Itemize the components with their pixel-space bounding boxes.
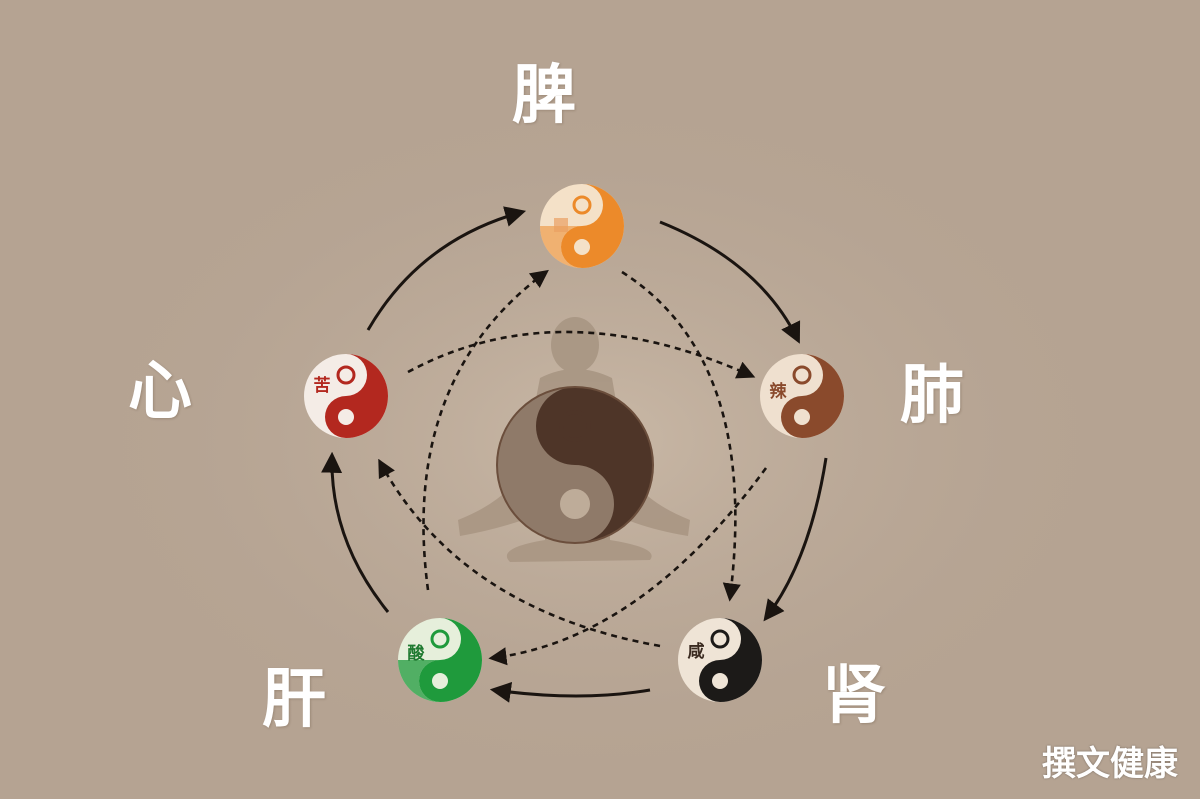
arrow-kidney-to-liver — [489, 681, 651, 703]
taste-label-liver: 酸 — [408, 643, 426, 664]
watermark: 撰文健康 — [1042, 744, 1178, 784]
arrow-liver-to-heart — [321, 451, 390, 613]
arrow-liver-to-spleen — [422, 269, 549, 591]
organ-label-heart: 心 — [128, 354, 192, 429]
yin-yang-liver: 酸 — [398, 618, 482, 702]
generating-cycle-arrows — [321, 206, 828, 703]
organ-label-lung: 肺 — [900, 358, 964, 433]
taste-label-kidney: 咸 — [688, 641, 705, 662]
taste-label-lung: 辣 — [770, 381, 788, 402]
center-yin-yang — [496, 386, 654, 544]
arrow-lung-to-kidney — [763, 457, 828, 622]
organ-label-liver: 肝 — [262, 662, 326, 737]
taste-label-heart: 苦 — [314, 375, 331, 396]
arrow-spleen-to-kidney — [621, 270, 741, 602]
organ-label-spleen: 脾 — [512, 58, 576, 133]
organ-label-kidney: 肾 — [822, 658, 886, 733]
arrow-lung-to-liver — [488, 467, 768, 666]
controlling-cycle-arrows — [378, 269, 768, 666]
yin-yang-kidney: 咸 — [678, 618, 762, 702]
yin-yang-heart: 苦 — [304, 354, 388, 438]
arrow-spleen-to-lung — [659, 220, 801, 344]
arrow-heart-to-lung — [407, 330, 756, 379]
arrow-heart-to-spleen — [366, 206, 527, 331]
yin-yang-lung: 辣 — [760, 354, 844, 438]
yin-yang-spleen — [540, 184, 624, 268]
